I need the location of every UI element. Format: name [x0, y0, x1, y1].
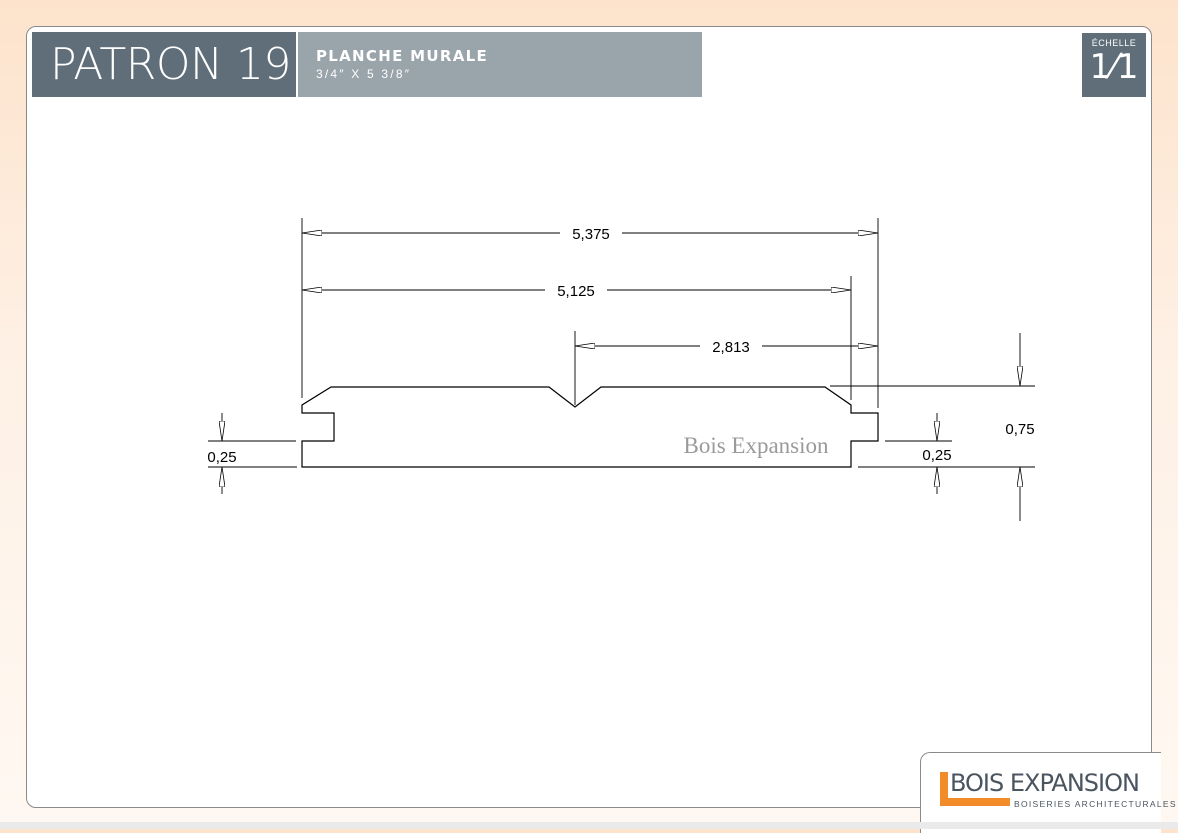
- scale-badge: ÉCHELLE 1⁄1: [1082, 33, 1146, 97]
- brand-logo: BOIS EXPANSION BOISERIES ARCHITECTURALES: [940, 769, 1176, 810]
- board-profile: [301, 386, 879, 468]
- dim-thickness: 0,75: [1005, 421, 1034, 438]
- drawing-sheet: [26, 26, 1152, 808]
- dimension-lines: [222, 233, 1020, 521]
- logo-name: BOIS EXPANSION: [950, 769, 1140, 797]
- logo-mark-base: [940, 798, 1010, 806]
- dim-right-step: 0,25: [922, 447, 951, 464]
- extension-lines: [208, 218, 1035, 468]
- product-size: 3/4″ X 5 3/8″: [316, 67, 412, 81]
- bottom-strip: [0, 822, 1178, 829]
- watermark-text: Bois Expansion: [683, 433, 829, 458]
- logo-tagline: BOISERIES ARCHITECTURALES: [1014, 799, 1177, 809]
- pattern-title: PATRON 19: [50, 38, 291, 90]
- dim-left-step: 0,25: [207, 449, 236, 466]
- product-name: PLANCHE MURALE: [316, 47, 489, 65]
- scale-value: 1⁄1: [1089, 47, 1139, 87]
- scale-label: ÉCHELLE: [1091, 38, 1137, 48]
- logo-mark: [940, 772, 948, 804]
- product-info-box: PLANCHE MURALE 3/4″ X 5 3/8″: [298, 32, 702, 97]
- dim-groove-offset: 2,813: [712, 339, 750, 356]
- dim-overall-width: 5,375: [572, 226, 610, 243]
- pattern-title-box: PATRON 19: [32, 32, 296, 97]
- logo-tab: [920, 752, 1161, 833]
- dim-face-width: 5,125: [557, 283, 595, 300]
